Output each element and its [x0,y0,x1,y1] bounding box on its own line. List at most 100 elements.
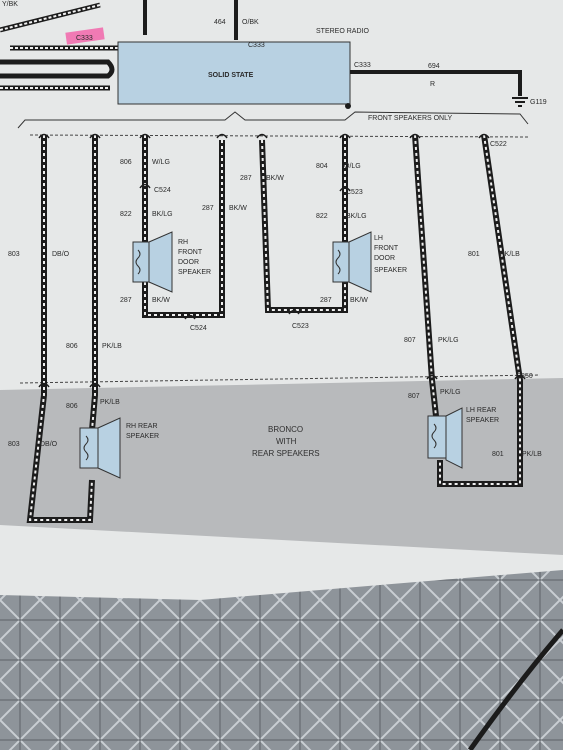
label-w822-a: 822 [120,211,132,218]
label-w804: 804 [316,163,328,170]
label-color-694: R [430,81,435,88]
label-rear-w803: 803 [8,441,20,448]
label-rh-rear-1: RH REAR [126,423,158,430]
wire-803-stripe [28,135,93,521]
wire-806-stripe [91,135,96,431]
label-rear-c807: PK/LG [440,389,461,396]
label-stereo-radio: STEREO RADIO [316,28,369,35]
label-lh-front-4: SPEAKER [374,267,407,274]
connector-mark-14 [409,133,421,139]
cable [467,628,563,750]
label-c287-d: BK/W [350,297,368,304]
label-c333-b: C333 [248,42,265,49]
pink-tag [65,27,105,45]
label-c803-a: DB/O [52,251,70,258]
ground-symbol [512,97,528,107]
label-rear-w807: 807 [408,393,420,400]
label-solid-state: SOLID STATE [208,72,254,79]
label-w801-a: 801 [468,251,480,258]
wire-287-mid-stripe [261,139,346,311]
module-terminal [345,103,351,109]
label-lh-front-3: DOOR [374,255,395,262]
label-rh-front-3: DOOR [178,259,199,266]
connector-mark-11 [216,133,228,139]
label-w807-a: 807 [404,337,416,344]
label-rh-front-4: SPEAKER [178,269,211,276]
label-front-only: FRONT SPEAKERS ONLY [368,115,452,122]
front-dashed-line [29,134,531,138]
label-c822-a: BK/LG [152,211,173,218]
rear-dashed-line [19,374,541,384]
label-c524-top: C524 [154,187,171,194]
label-wire-694: 694 [428,63,440,70]
connector-mark-4 [38,382,50,388]
connector-mark-6 [426,374,438,380]
label-w803-a: 803 [8,251,20,258]
label-lh-front-1: LH [374,235,383,242]
label-bronco-1: BRONCO [268,425,303,434]
label-c287-b: BK/W [229,205,247,212]
label-c804: O/LG [344,163,361,170]
connector-mark-15 [478,133,490,139]
label-c523-top: C523 [346,189,363,196]
wire-694 [350,70,522,96]
connector-mark-7 [514,374,526,380]
label-rear-c801: PK/LB [522,451,542,458]
label-c850: C850 [516,373,533,380]
label-w822-b: 822 [316,213,328,220]
label-c333-c: C333 [354,62,371,69]
label-w287-c: 287 [240,175,252,182]
lh-rear-speaker [427,407,463,469]
connector-mark-3 [288,309,300,315]
connector-mark-8 [38,133,50,139]
label-c807-a: PK/LG [438,337,459,344]
label-bronco-3: REAR SPEAKERS [252,449,320,458]
connector-mark-12 [256,133,268,139]
label-c801-a: PK/LB [500,251,520,258]
connector-mark-10 [139,133,151,139]
label-color-464: O/BK [242,19,259,26]
wire-287-rh [142,140,225,318]
label-w806-b: 806 [66,343,78,350]
label-rear-c806: PK/LB [100,399,120,406]
label-bronco-2: WITH [276,437,297,446]
label-rh-rear-2: SPEAKER [126,433,159,440]
wire-801-stripe [439,134,521,485]
label-rh-front-1: RH [178,239,188,246]
label-c524-bot: C524 [190,325,207,332]
connector-mark-9 [89,133,101,139]
solid-state-module [117,41,351,105]
label-c287-a: BK/W [152,297,170,304]
rh-front-door-speaker [132,231,173,293]
label-rear-w806: 806 [66,403,78,410]
rh-rear-speaker [79,417,121,479]
wire-harness [26,133,526,523]
connector-mark-13 [339,133,351,139]
label-rear-c803: DB/O [40,441,58,448]
label-c333-a: C333 [76,35,93,42]
connector-mark-1 [339,186,351,192]
label-g119: G119 [530,99,547,106]
label-w806: 806 [120,159,132,166]
connector-mark-5 [89,382,101,388]
label-c822-b: BK/LG [346,213,367,220]
label-c522: C522 [490,141,507,148]
label-w287-a: 287 [120,297,132,304]
label-c523-bot: C523 [292,323,309,330]
label-lh-rear-1: LH REAR [466,407,496,414]
rear-speaker-band [0,378,563,555]
connector-mark-2 [184,314,196,320]
label-c287-c: BK/W [266,175,284,182]
label-lh-front-2: FRONT [374,245,399,252]
label-c806-b: PK/LB [102,343,122,350]
top-left-wires [0,0,238,91]
front-only-bracket [17,111,529,129]
connector-mark-0 [139,183,151,189]
lh-front-door-speaker [332,231,372,293]
label-rear-w801: 801 [492,451,504,458]
label-lh-rear-2: SPEAKER [466,417,499,424]
label-w287-b: 287 [202,205,214,212]
label-wire-464: 464 [214,19,226,26]
